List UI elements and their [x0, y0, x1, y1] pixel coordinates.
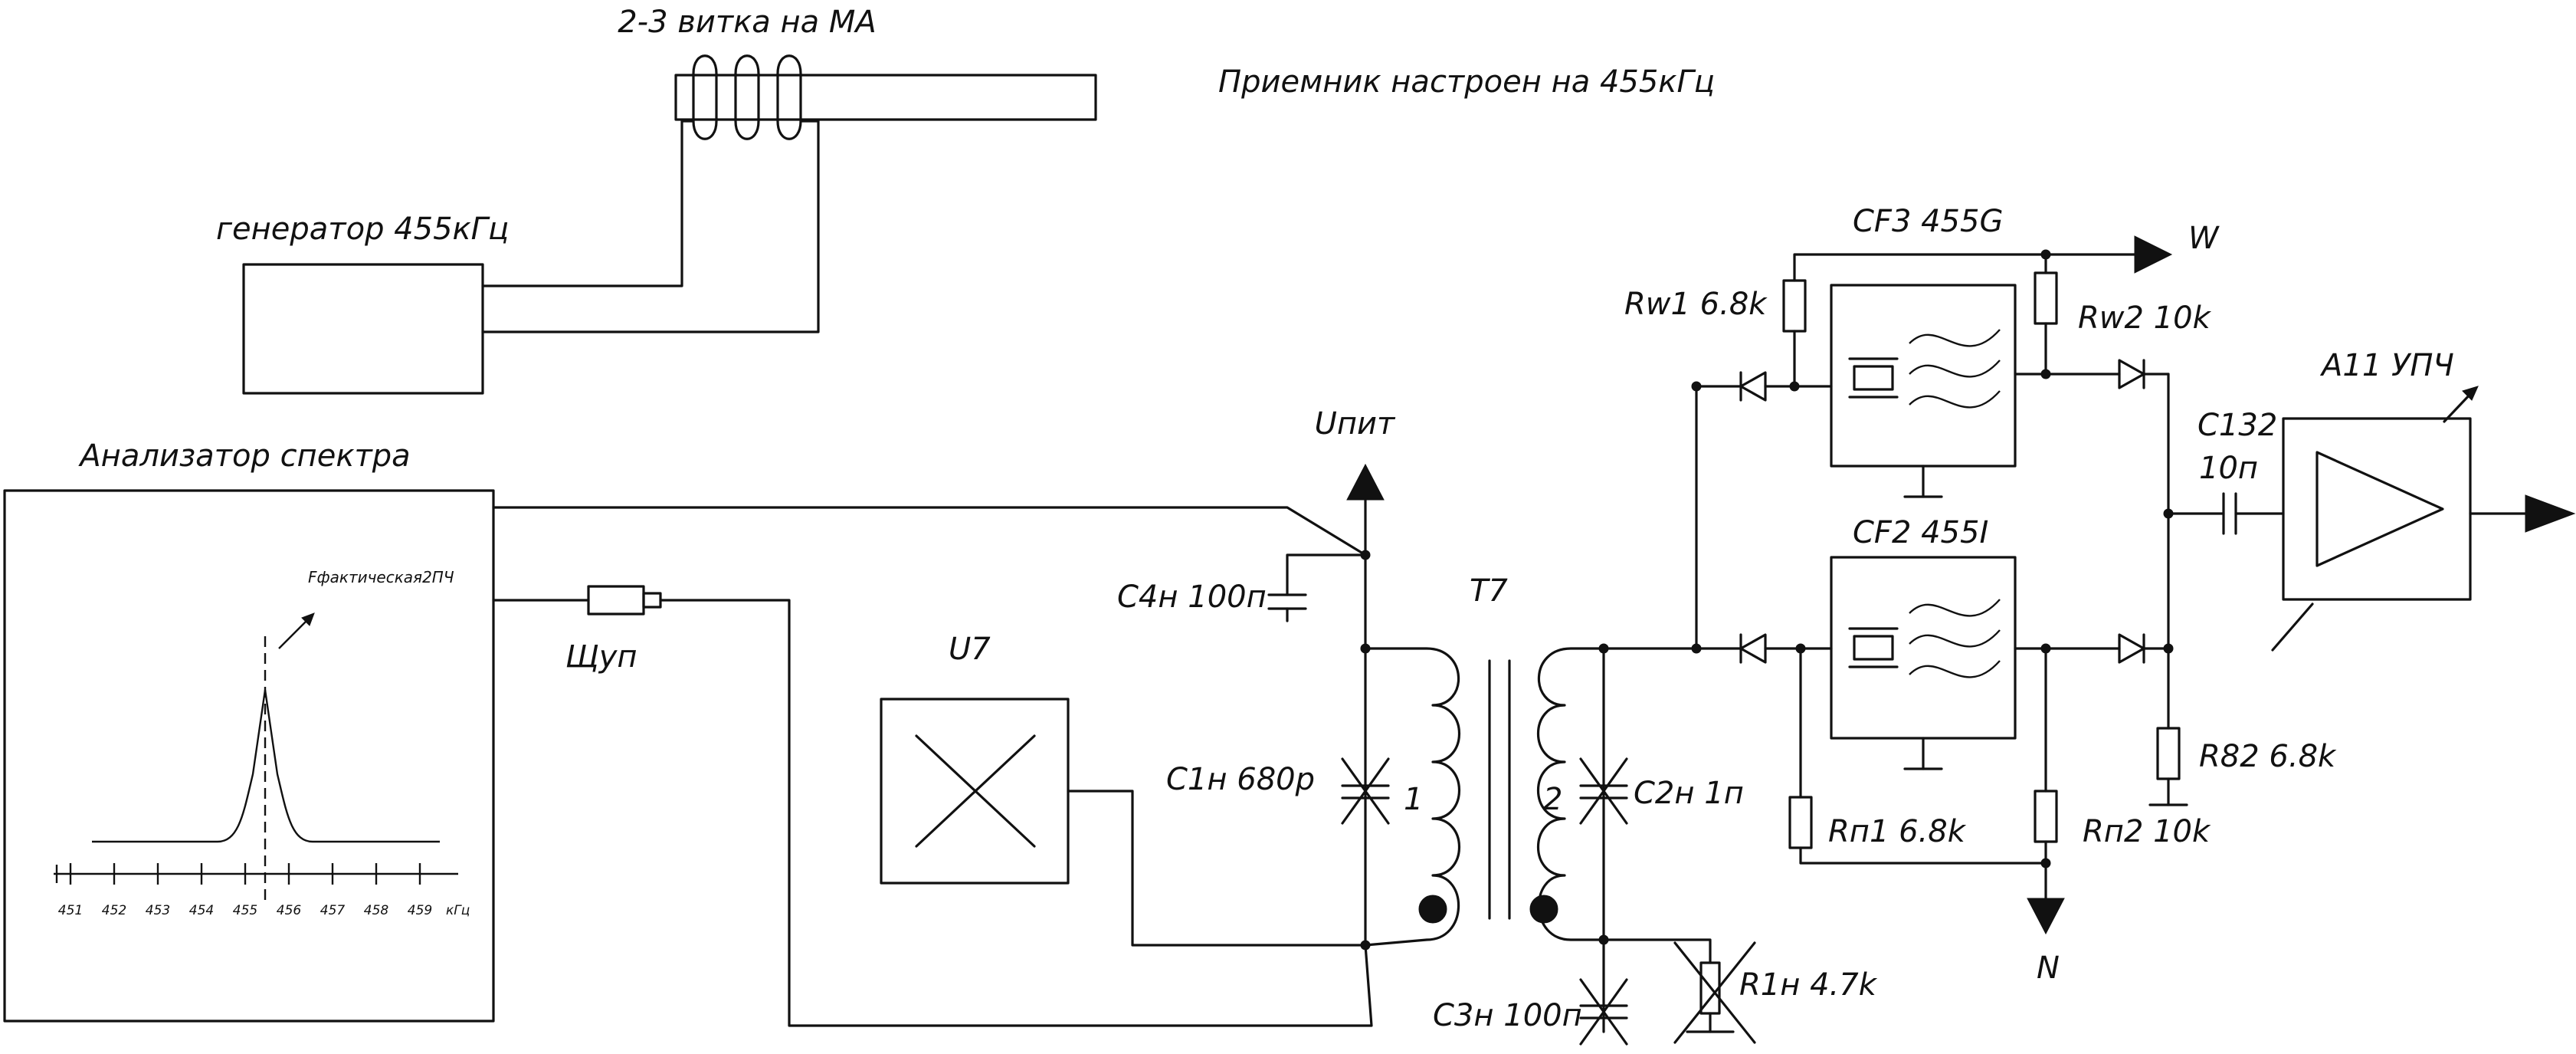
peak-pointer-head — [301, 612, 315, 626]
primary-winding — [1364, 647, 1460, 947]
rw1-label: Rw1 6.8k — [1624, 287, 1768, 322]
capacitor-c4 — [1267, 553, 1367, 622]
coil-note: 2-3 витка на МА — [618, 5, 877, 40]
resistor-rw1 — [1782, 253, 2047, 388]
winding1-label: 1 — [1404, 782, 1423, 817]
capacitor-c2 — [1579, 757, 1628, 825]
receiver-note: Приемник настроен на 455кГц — [1218, 64, 1715, 100]
rn2-label: Rп2 10k — [2083, 814, 2211, 849]
c3-label: С3н 100п — [1433, 998, 1582, 1033]
winding2-label: 2 — [1543, 782, 1562, 817]
generator-label: генератор 455кГц — [216, 212, 509, 247]
peak-label: Fфактическая2ПЧ — [308, 568, 454, 586]
ferrite-antenna — [481, 54, 1097, 333]
capacitor-c3 — [1579, 978, 1628, 1046]
u7-label: U7 — [949, 632, 991, 667]
resistor-rn1 — [1788, 647, 2047, 865]
c132-value: 10п — [2199, 451, 2258, 486]
diode-upper-left — [1695, 371, 1833, 402]
output-w-label: W — [2188, 221, 2220, 256]
filter-cf2 — [1830, 556, 2017, 770]
tick-marks — [55, 863, 421, 885]
t7-label: T7 — [1470, 573, 1508, 609]
diode-upper-right — [2014, 359, 2170, 389]
axis-tick-label: 457 — [320, 903, 346, 918]
coil-turns — [692, 54, 802, 140]
generator-box — [242, 263, 484, 395]
amplifier-a11 — [2271, 386, 2576, 652]
axis-tick-label: 453 — [146, 903, 170, 918]
c1-label: С1н 680р — [1166, 762, 1315, 797]
probe-label: Щуп — [565, 639, 637, 675]
a11-label: A11 УПЧ — [2319, 348, 2454, 383]
axis-tick-label: 455 — [233, 903, 257, 918]
rw2-label: Rw2 10k — [2078, 300, 2212, 336]
cf2-label: CF2 455I — [1853, 515, 1988, 550]
supply-arrow — [1346, 463, 1385, 501]
resistor-rn2 — [2034, 647, 2058, 900]
axis-tick-label: 451 — [58, 903, 83, 918]
output-w-arrow — [2134, 235, 2173, 274]
peak-pointer — [278, 619, 309, 649]
analyzer-lead-a — [492, 506, 1367, 557]
output-n-label: N — [2037, 951, 2060, 986]
spectrum-display: 451 452 453 454 455 456 457 458 459 кГц Fфактиче… — [54, 568, 470, 918]
output-n-arrow — [2027, 898, 2065, 935]
r82-label: R82 6.8k — [2199, 739, 2337, 774]
c132-label: C132 — [2197, 408, 2277, 443]
resistor-rw2 — [2034, 253, 2058, 376]
axis-tick-label: 456 — [277, 903, 302, 918]
c4-label: С4н 100п — [1117, 580, 1267, 615]
primary-dot — [1418, 895, 1447, 924]
mixer-u7 — [880, 698, 1367, 947]
resistor-r1 — [1602, 938, 1756, 1044]
axis-tick-label: 452 — [102, 903, 126, 918]
probe-lead — [659, 599, 1373, 1027]
amplifier-output-arrow — [2525, 494, 2576, 533]
filter-cf3 — [1830, 284, 2017, 498]
probe — [587, 585, 662, 616]
cf3-label: CF3 455G — [1853, 204, 2003, 239]
spectrum-analyzer-label: Анализатор спектра — [77, 438, 410, 474]
diode-lower-right — [2014, 633, 2170, 664]
diode-lower-left — [1695, 633, 1833, 664]
spectrum-analyzer-box — [3, 489, 495, 1023]
resistor-r82 — [2148, 727, 2188, 806]
supply-label: Uпит — [1315, 406, 1396, 442]
c2-label: С2н 1п — [1634, 776, 1744, 811]
axis-tick-label: 458 — [364, 903, 389, 918]
transformer-t7 — [1364, 647, 1605, 947]
capacitor-c132 — [2167, 492, 2285, 535]
rn1-label: Rп1 6.8k — [1828, 814, 1967, 849]
tick-labels: 451 452 453 454 455 456 457 458 459 — [58, 903, 432, 918]
secondary-dot — [1529, 895, 1558, 924]
capacitor-c1 — [1341, 757, 1390, 825]
secondary-winding — [1537, 647, 1605, 941]
axis-tick-label: 459 — [408, 903, 432, 918]
axis-tick-label: 454 — [189, 903, 214, 918]
spectrum-unit: кГц — [446, 903, 470, 918]
r1-label: R1н 4.7k — [1739, 967, 1878, 1003]
